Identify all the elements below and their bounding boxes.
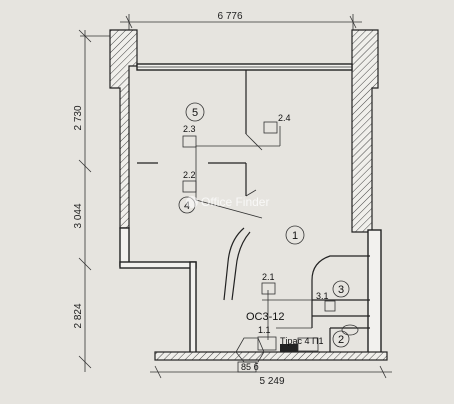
riser-block: [280, 344, 298, 352]
fixture-labels: 2.4 2.3 2.2 2.1 3.1 1.1 ОС3-12 Тірас 4 П…: [183, 113, 329, 372]
room-marker-5: [185, 102, 205, 122]
dimension-bottom-label: 5 249: [259, 376, 284, 387]
label-oc: ОС3-12: [246, 311, 285, 323]
fixture-2-3: [182, 135, 197, 148]
room-markers: 5 4 1 3 2: [178, 102, 350, 348]
fixture-2-2: [182, 180, 197, 193]
dimension-left-lower-label: 2 824: [73, 303, 84, 328]
room-label-2: 2: [338, 334, 344, 346]
label-plate: 85 б: [241, 362, 259, 372]
fixtures: [182, 121, 359, 373]
label-2-2: 2.2: [183, 170, 196, 180]
room-label-4: 4: [184, 200, 190, 212]
room-label-5: 5: [192, 107, 198, 119]
label-2-3: 2.3: [183, 124, 196, 134]
riser-lines: [195, 126, 281, 340]
dimension-top-label: 6 776: [217, 11, 242, 22]
dimension-bottom: 5 249: [150, 365, 392, 387]
fixture-3-1: [324, 300, 336, 312]
plate-number-box: [237, 361, 257, 373]
label-3-1: 3.1: [316, 291, 329, 301]
outer-walls: [109, 29, 388, 361]
toilet-fixture: [341, 324, 359, 336]
watermark: Office Finder: [186, 195, 269, 209]
watermark-text: Office Finder: [201, 195, 269, 209]
dimension-left: 2 730 3 044 2 824: [73, 29, 110, 372]
room-marker-2: [332, 330, 350, 348]
fixture-2-1: [261, 282, 276, 295]
dimension-top: 6 776: [120, 11, 362, 36]
label-riser: Тірас 4 П1: [280, 336, 324, 346]
room-label-1: 1: [292, 230, 298, 242]
label-1-1: 1.1: [258, 325, 271, 335]
label-2-4: 2.4: [278, 113, 291, 123]
room-label-3: 3: [338, 284, 344, 296]
top-window: [136, 63, 353, 71]
interior-partitions: [137, 70, 370, 352]
dimension-left-middle-label: 3 044: [73, 203, 84, 228]
watermark-logo-icon: [186, 196, 198, 208]
fixture-1-1: [257, 336, 277, 351]
dimension-left-upper-label: 2 730: [73, 105, 84, 130]
fixture-2-4: [263, 121, 278, 134]
room-marker-3: [332, 280, 350, 298]
riser-box: [297, 337, 319, 352]
room-marker-1: [285, 225, 305, 245]
label-2-1: 2.1: [262, 272, 275, 282]
